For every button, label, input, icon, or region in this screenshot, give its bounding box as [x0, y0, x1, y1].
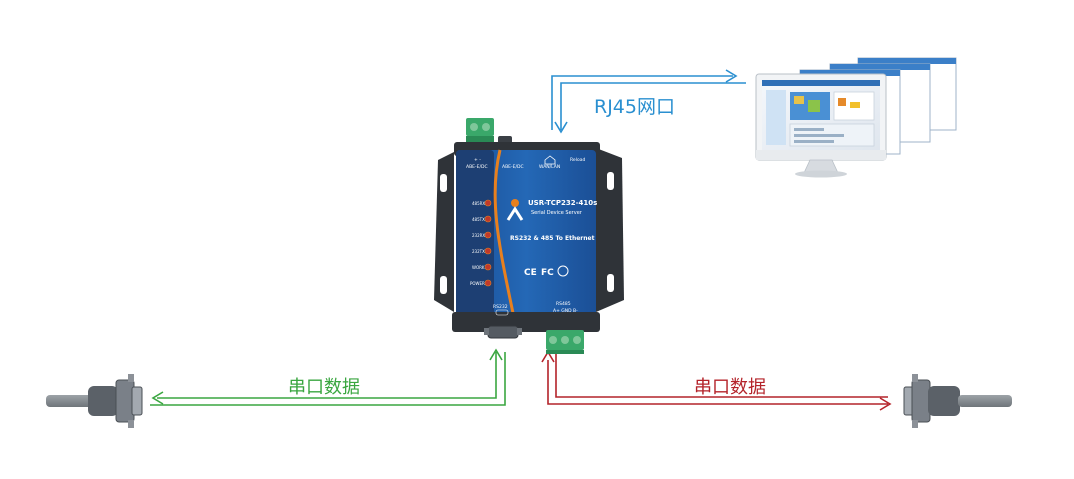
- right-cable: [958, 395, 1012, 407]
- usr-person-logo-icon: [506, 199, 524, 221]
- rs232-arrow-inner: [150, 352, 506, 406]
- right-plug-screw-top: [912, 374, 918, 382]
- rs485-arrow-inner: [555, 352, 888, 398]
- orange-swoosh: [493, 149, 516, 319]
- right-plug-screw-bottom: [912, 420, 918, 428]
- power-terminal-block: [466, 118, 494, 136]
- rs232-arrowhead-up: [489, 348, 503, 361]
- device-tagline: RS232 & 485 To Ethernet: [510, 235, 595, 242]
- device-db9-connector: [487, 325, 519, 339]
- dc-jack-label: ABE-E/DC: [502, 164, 524, 170]
- led-indicator: [484, 247, 492, 255]
- db9-serial-plug-right: [903, 374, 1012, 428]
- rs485-arrowhead-right: [879, 397, 892, 411]
- ethernet-arrow-inner: [560, 82, 746, 130]
- ethernet-arrowhead-right: [725, 69, 738, 83]
- db9-serial-plug-left: [46, 374, 143, 428]
- monitor-icon: [755, 57, 957, 178]
- monitor-base: [795, 170, 847, 178]
- eth-port-house-icon: [544, 155, 556, 165]
- right-plug-boot: [928, 386, 960, 416]
- device-base: [452, 312, 600, 332]
- eth-port-label: WAN/LAN: [539, 164, 560, 170]
- led-indicator: [484, 231, 492, 239]
- power-polarity-label: + -: [474, 157, 481, 163]
- rs232-port-outline-icon: [495, 309, 509, 316]
- power-rating-label: ABE-E/DC: [466, 164, 488, 170]
- led-label: 485RX: [472, 201, 485, 206]
- monitor-chin: [756, 150, 886, 160]
- led-label: WORK: [472, 265, 485, 270]
- rs485-arrow-outer: [547, 360, 888, 405]
- led-label: POWER: [470, 281, 485, 286]
- left-cable: [46, 395, 92, 407]
- rs485-terminal-block: [546, 330, 584, 354]
- reload-label: Reload: [570, 157, 585, 163]
- ethernet-label: RJ45网口: [594, 96, 675, 118]
- rs485-link-arrow: [541, 350, 892, 411]
- led-label: 485TX: [472, 217, 485, 222]
- led-label: 232RX: [472, 233, 485, 238]
- rs232-arrow-outer: [157, 352, 497, 399]
- led-indicator: [484, 263, 492, 271]
- led-indicator: [484, 199, 492, 207]
- left-plug-shell: [115, 379, 135, 423]
- left-plug-head: [131, 386, 143, 416]
- left-plug-boot: [88, 386, 118, 416]
- ethernet-arrowhead-down: [554, 121, 568, 134]
- ce-mark: CE: [524, 268, 537, 278]
- device-model: USR-TCP232-410s: [528, 199, 597, 207]
- serial-device-server: + - ABE-E/DC ABE-E/DC WAN/LAN Reload USR…: [434, 118, 624, 354]
- ethernet-link-arrow: [551, 69, 746, 134]
- rs232-arrowhead-left: [151, 391, 164, 405]
- recycle-mark-icon: [557, 265, 569, 277]
- device-subtitle: Serial Device Server: [531, 210, 583, 216]
- rs485-pin-label: A+ GND B-: [553, 308, 578, 314]
- led-label: 232TX: [472, 249, 485, 254]
- rs485-data-label: 串口数据: [694, 377, 766, 398]
- device-led-strip: [456, 150, 494, 318]
- ethernet-arrow-outer: [551, 75, 733, 130]
- led-indicator: [484, 215, 492, 223]
- rs232-link-arrow: [150, 348, 506, 406]
- led-indicator: [484, 279, 492, 287]
- rs485-port-label: RS485: [556, 301, 571, 307]
- fc-mark: FC: [541, 268, 554, 278]
- rs232-port-label: RS232: [493, 304, 508, 310]
- status-led-group: 485RX 485TX 232RX 232TX WORK POWER: [470, 199, 492, 287]
- left-plug-screw-bottom: [128, 420, 134, 428]
- left-plug-screw-top: [128, 374, 134, 382]
- right-plug-shell: [911, 379, 931, 423]
- mounting-ear-right: [596, 148, 624, 312]
- rs232-data-label: 串口数据: [288, 377, 360, 398]
- mounting-ear-left: [434, 152, 454, 312]
